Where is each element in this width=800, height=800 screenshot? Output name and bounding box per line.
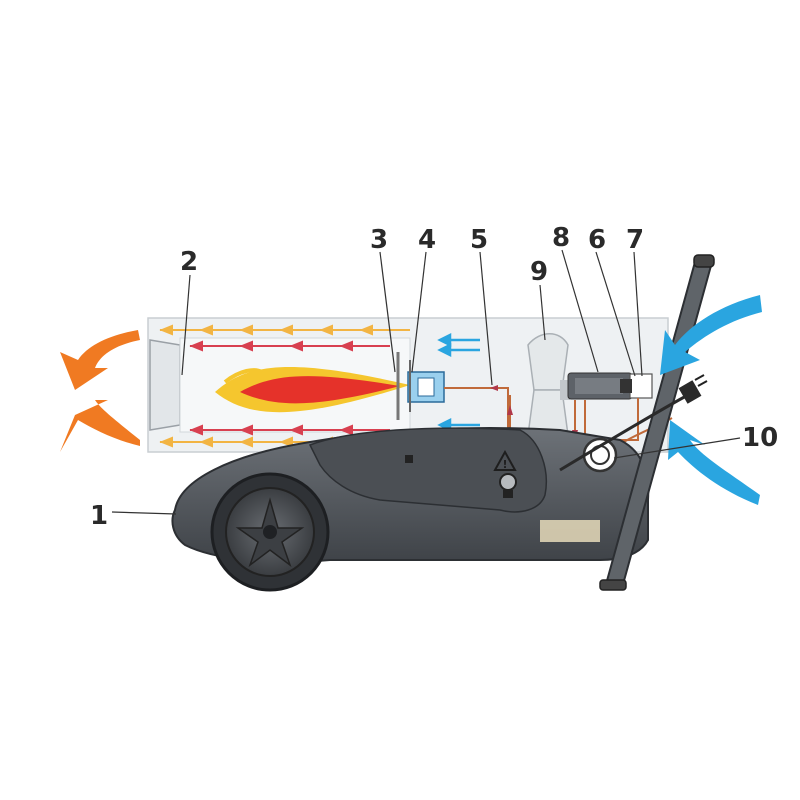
flame	[215, 367, 410, 413]
leader-lines	[111, 249, 741, 515]
hot-air-outlet-arrow-top	[60, 330, 140, 390]
inner-flow-arrows	[189, 340, 390, 436]
burner-nozzle	[407, 360, 445, 412]
label-9: 9	[530, 257, 548, 287]
pump	[620, 373, 653, 399]
label-10: 10	[742, 423, 778, 453]
power-plug	[559, 374, 708, 472]
label-5: 5	[470, 225, 488, 255]
label-4: 4	[418, 225, 436, 255]
warning-mark: !	[502, 458, 507, 471]
warning-triangle-icon	[493, 449, 517, 471]
indicator-light	[405, 455, 413, 463]
cold-air-inlet-arrow-top	[660, 295, 762, 375]
hot-air-flow-arrows-top	[159, 324, 410, 336]
motor	[567, 372, 633, 400]
label-8: 8	[552, 223, 570, 253]
hot-air-outlet-arrow-bottom	[60, 400, 140, 452]
wheel	[210, 472, 330, 592]
label-1: 1	[90, 501, 108, 531]
fuel-filter-coil	[582, 437, 618, 473]
label-6: 6	[588, 225, 606, 255]
fuel-cap-knob	[499, 473, 517, 491]
label-2: 2	[180, 247, 198, 277]
label-3: 3	[370, 225, 388, 255]
label-7: 7	[626, 225, 644, 255]
switch-knob	[503, 490, 513, 498]
cold-air-inlet-arrow-bottom	[668, 420, 760, 505]
